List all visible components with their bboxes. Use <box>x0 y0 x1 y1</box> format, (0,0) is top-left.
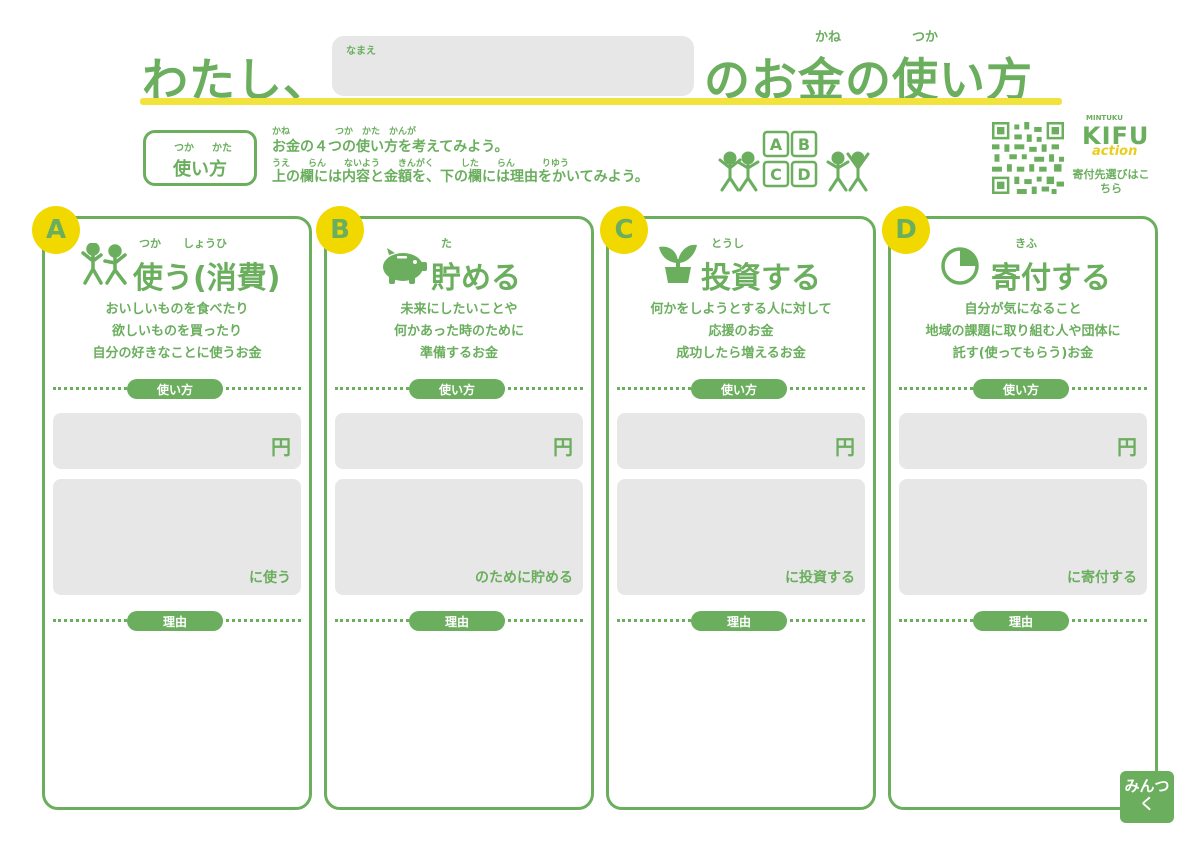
kifu-brand-main: KIFU <box>1082 122 1150 150</box>
instruction-line-2: 上の欄には内容と金額を、下の欄には理由をかいてみよう。 <box>272 169 649 185</box>
card-d-ruby: きふ <box>1015 237 1037 250</box>
card-a-ruby: つか しょうひ <box>139 237 227 250</box>
name-input[interactable]: なまえ <box>332 36 694 96</box>
card-a-amount-field[interactable]: 円 <box>53 413 301 469</box>
qr-code-icon[interactable] <box>992 122 1064 194</box>
pie-chart-icon <box>941 247 979 285</box>
card-b-ruby: た <box>441 237 452 250</box>
kifu-brand-top: MINTUKU <box>1086 114 1123 122</box>
card-c-badge: C <box>600 206 648 254</box>
card-a-title: 使う(消費) <box>133 261 281 296</box>
mintuku-logo: みんつく <box>1120 771 1174 823</box>
card-c-title: 投資する <box>701 261 821 296</box>
card-d-desc: 自分が気になること 地域の課題に取り組む人や団体に 託す(使ってもらう)お金 <box>891 299 1155 365</box>
card-c-desc-1: 何かをしようとする人に対して <box>650 302 832 317</box>
card-d-amount-field[interactable]: 円 <box>899 413 1147 469</box>
card-b-amount-field[interactable]: 円 <box>335 413 583 469</box>
card-a-desc-1: おいしいものを食べたり <box>105 302 249 317</box>
card-b-desc: 未来にしたいことや 何かあった時のために 準備するお金 <box>327 299 591 365</box>
sprout-icon <box>659 244 697 283</box>
card-a-desc: おいしいものを食べたり 欲しいものを買ったり 自分の好きなことに使うお金 <box>45 299 309 365</box>
card-d-desc-1: 自分が気になること <box>964 302 1082 317</box>
ruby-tsuka-small: つか <box>174 143 194 154</box>
card-d-yen: 円 <box>1117 435 1137 459</box>
card-d-reason-pill: 理由 <box>973 611 1069 631</box>
card-b-usage-pill: 使い方 <box>409 379 505 399</box>
card-a-badge: A <box>32 206 80 254</box>
card-d-desc-3: 託す(使ってもらう)お金 <box>952 346 1094 361</box>
kifu-brand-sub: action <box>1092 144 1138 159</box>
howto-label: 使い方 <box>173 159 227 180</box>
instruction-line-1: お金の４つの使い方を考えてみよう。 <box>272 139 509 155</box>
ruby-kane: かね <box>815 30 842 45</box>
card-b-badge: B <box>316 206 364 254</box>
card-b-desc-3: 準備するお金 <box>419 346 498 361</box>
people-icon <box>81 243 127 285</box>
card-b-content-field[interactable]: のために貯める <box>335 479 583 595</box>
ruby-tsuka: つか <box>912 30 939 45</box>
instruction-ruby-1: かね つか かた かんが <box>272 127 417 137</box>
card-d-suffix: に寄付する <box>1067 570 1137 586</box>
abcd-c: C <box>770 165 782 184</box>
card-d-content-field[interactable]: に寄付する <box>899 479 1147 595</box>
card-b-title: 貯める <box>431 261 521 296</box>
card-c-amount-field[interactable]: 円 <box>617 413 865 469</box>
card-a-yen: 円 <box>271 435 291 459</box>
card-c-desc-3: 成功したら増えるお金 <box>676 346 806 361</box>
card-b-desc-2: 何かあった時のために <box>393 324 524 339</box>
card-c-desc-2: 応援のお金 <box>708 324 774 339</box>
card-c-yen: 円 <box>835 435 855 459</box>
card-a-usage-pill: 使い方 <box>127 379 223 399</box>
card-c-reason-pill: 理由 <box>691 611 787 631</box>
piggy-bank-icon <box>383 248 427 284</box>
card-a-desc-2: 欲しいものを買ったり <box>111 324 242 339</box>
name-label: なまえ <box>346 46 376 57</box>
card-d-badge: D <box>882 206 930 254</box>
card-d-title: 寄付する <box>991 261 1111 296</box>
card-b-reason-pill: 理由 <box>409 611 505 631</box>
card-b: た 貯める 未来にしたいことや 何かあった時のために 準備するお金 使い方 円 … <box>324 216 594 810</box>
instruction-ruby-2: うえ らん ないよう きんがく した らん りゆう <box>272 159 569 169</box>
card-b-suffix: のために貯める <box>475 570 573 586</box>
card-c-suffix: に投資する <box>785 570 855 586</box>
card-a-desc-3: 自分の好きなことに使うお金 <box>92 346 262 361</box>
card-a-reason-pill: 理由 <box>127 611 223 631</box>
card-d-usage-pill: 使い方 <box>973 379 1069 399</box>
card-a-content-field[interactable]: に使う <box>53 479 301 595</box>
card-c-usage-pill: 使い方 <box>691 379 787 399</box>
abcd-people-icon: A B C D <box>718 130 870 192</box>
card-c-desc: 何かをしようとする人に対して 応援のお金 成功したら増えるお金 <box>609 299 873 365</box>
howto-box: つか かた 使い方 <box>143 130 257 186</box>
card-c-ruby: とうし <box>711 237 744 250</box>
abcd-b: B <box>798 135 810 154</box>
card-b-yen: 円 <box>553 435 573 459</box>
abcd-a: A <box>770 135 783 154</box>
card-c: とうし 投資する 何かをしようとする人に対して 応援のお金 成功したら増えるお金… <box>606 216 876 810</box>
kifu-link-text[interactable]: 寄付先選びはこちら <box>1072 168 1150 195</box>
card-d-desc-2: 地域の課題に取り組む人や団体に <box>925 324 1121 339</box>
card-a-suffix: に使う <box>249 570 291 586</box>
ruby-kata-small: かた <box>212 143 232 154</box>
card-b-desc-1: 未来にしたいことや <box>400 302 518 317</box>
title-underline <box>140 98 1062 105</box>
card-d: きふ 寄付する 自分が気になること 地域の課題に取り組む人や団体に 託す(使って… <box>888 216 1158 810</box>
abcd-d: D <box>797 165 810 184</box>
card-a: つか しょうひ 使う(消費) おいしいものを食べたり 欲しいものを買ったり 自分… <box>42 216 312 810</box>
card-c-content-field[interactable]: に投資する <box>617 479 865 595</box>
